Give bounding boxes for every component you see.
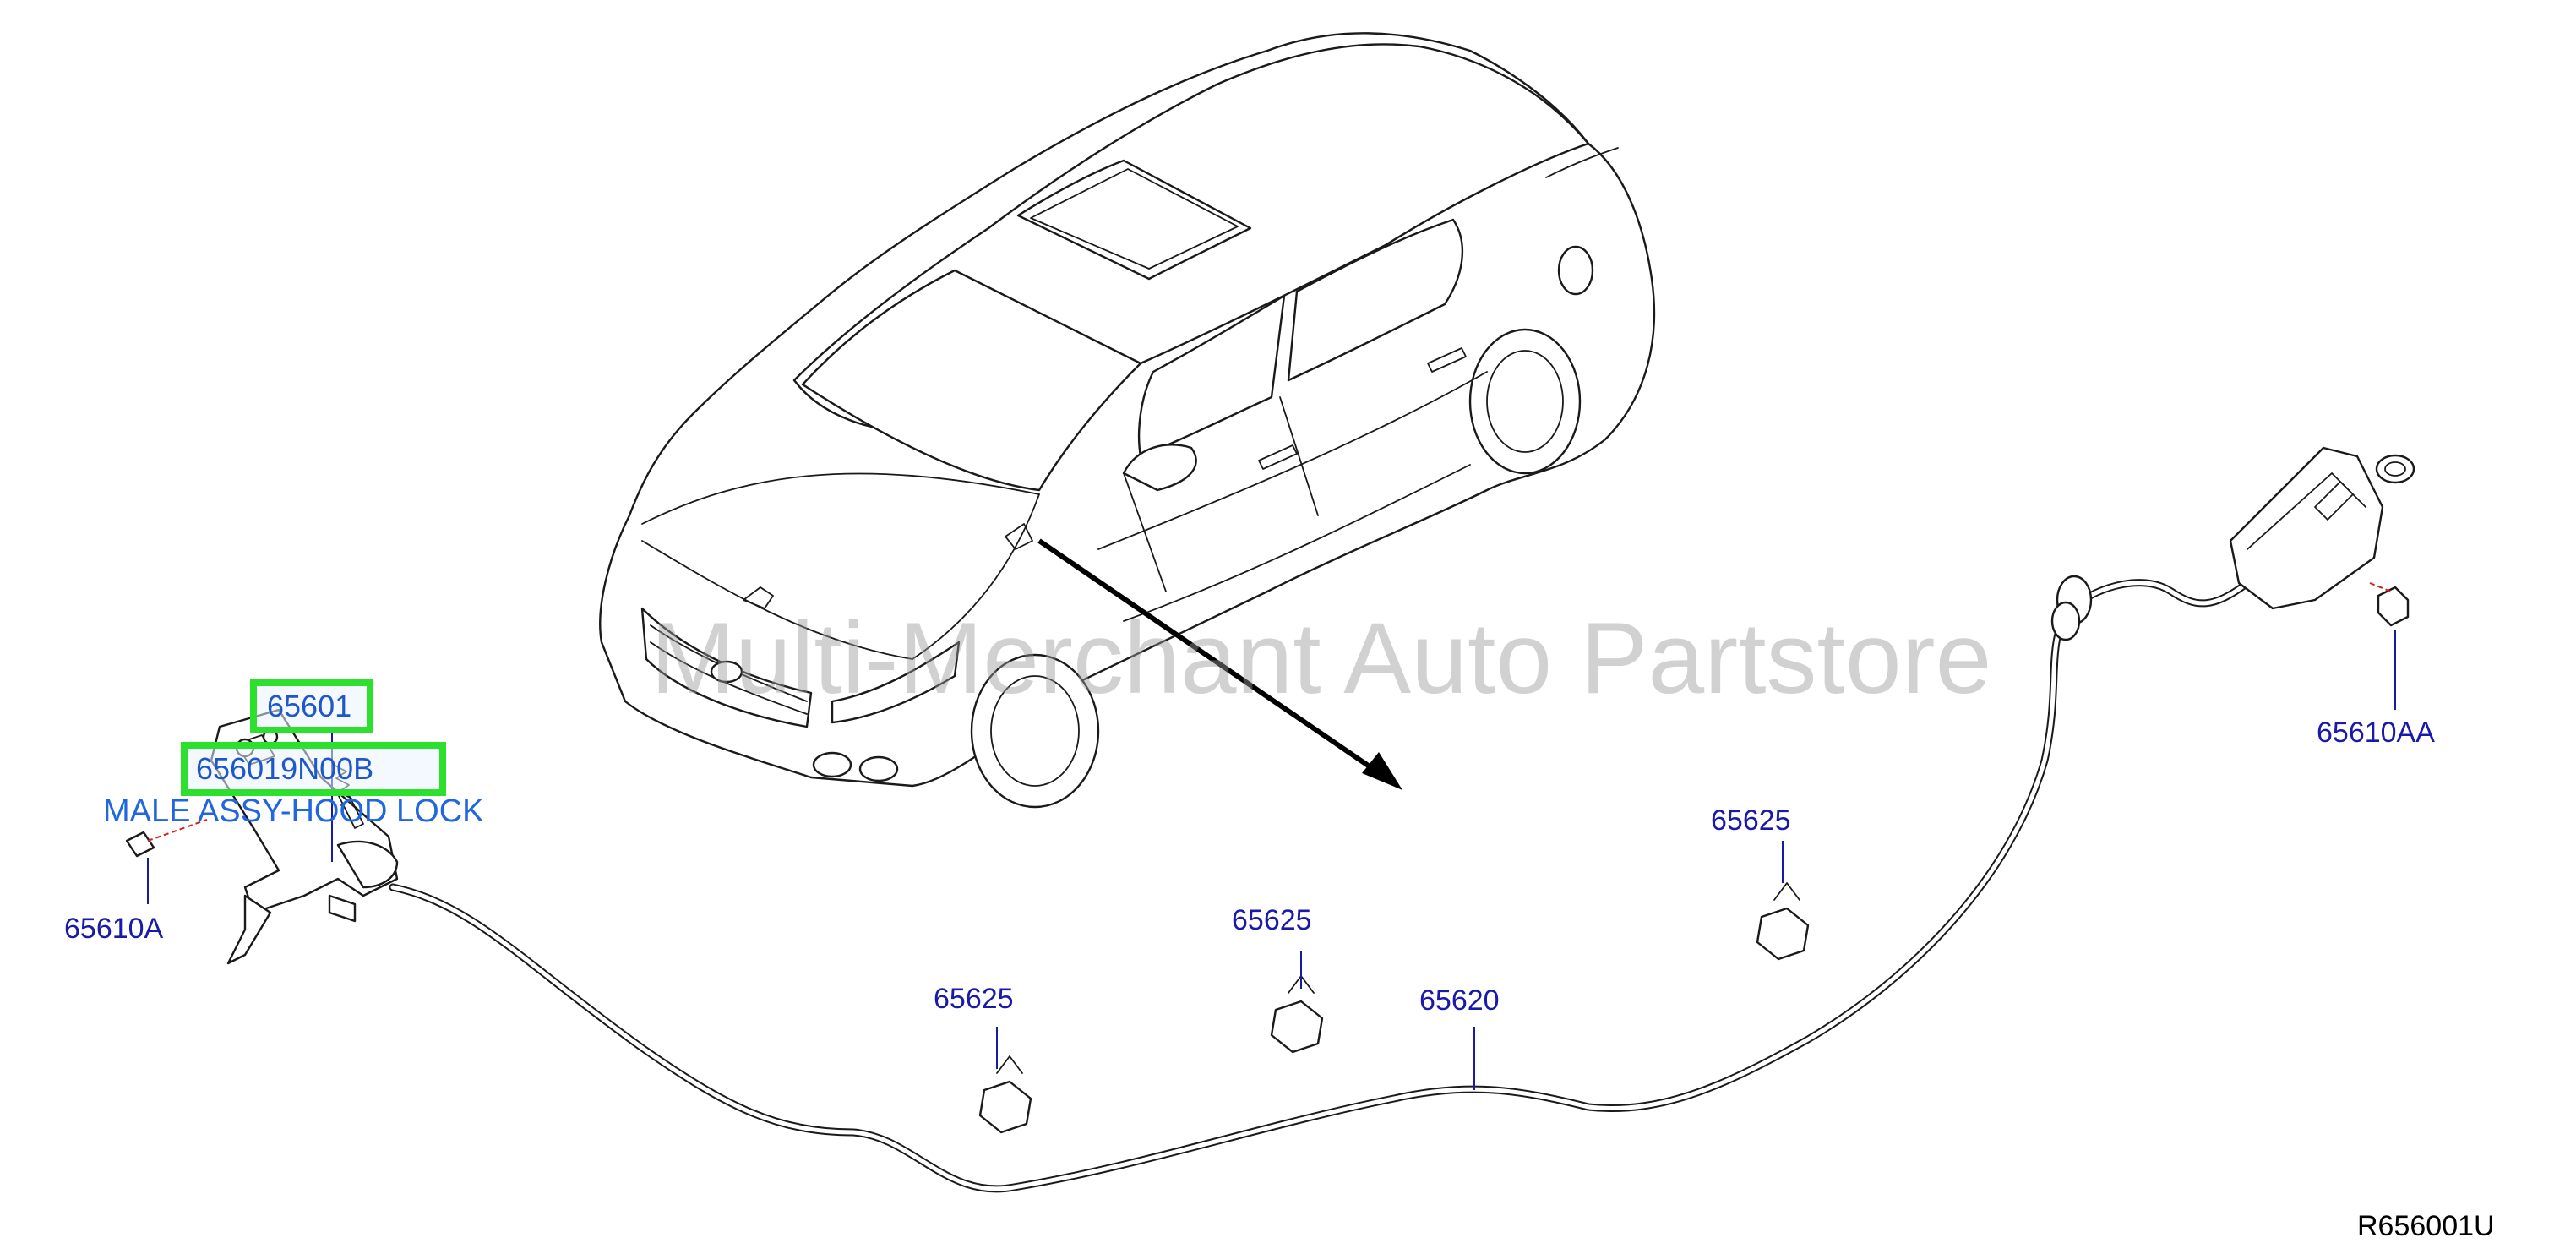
label-65620[interactable]: 65620 — [1419, 984, 1500, 1017]
label-65610AA[interactable]: 65610AA — [2317, 717, 2435, 749]
hood-release-handle — [2229, 446, 2415, 627]
watermark-text: Multi-Merchant Auto Partstore — [651, 602, 1991, 715]
cable-clip-3 — [1756, 882, 1810, 961]
highlight-box-part — [250, 679, 373, 733]
label-65610A[interactable]: 65610A — [64, 913, 164, 945]
label-65625-clip-2[interactable]: 65625 — [1232, 904, 1312, 936]
label-65625-clip-1[interactable]: 65625 — [934, 983, 1014, 1015]
cable-clip-1 — [978, 1055, 1032, 1134]
label-65625-clip-3[interactable]: 65625 — [1711, 804, 1791, 837]
car-illustration — [599, 32, 1656, 809]
selected-part-highlight[interactable] — [181, 679, 446, 796]
bolt-65610A — [125, 819, 208, 858]
cable-clip-2 — [1270, 975, 1324, 1054]
hood-release-cable — [389, 575, 2252, 1193]
diagram-reference-code: R656001U — [2357, 1210, 2495, 1242]
highlight-box-oem — [181, 742, 446, 796]
label-65601[interactable]: 65601 — [267, 689, 351, 723]
label-hood-lock-description[interactable]: MALE ASSY-HOOD LOCK — [103, 793, 484, 829]
label-656019N00B[interactable]: 656019N00B — [196, 751, 373, 786]
